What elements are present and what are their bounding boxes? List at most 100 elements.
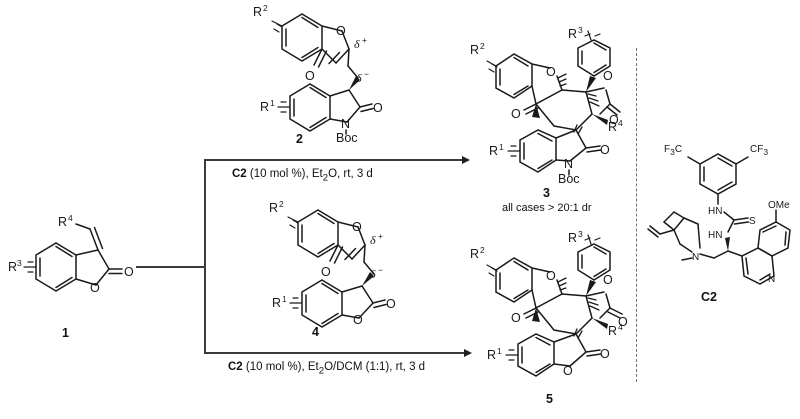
atom-label-n-quinoline: N bbox=[768, 274, 775, 285]
feed-line bbox=[136, 266, 206, 268]
conditions-top-catalyst: C2 bbox=[232, 168, 247, 180]
conditions-bottom-catalyst: C2 bbox=[228, 361, 243, 373]
delta-minus-sign-4: − bbox=[378, 265, 383, 275]
compound-label-2: 2 bbox=[296, 132, 303, 146]
atom-label-r4-sup: 4 bbox=[68, 213, 73, 223]
atom-label-o-pyran-c3: O bbox=[546, 65, 556, 79]
atom-label-o-keto-c4: O bbox=[321, 265, 331, 279]
conditions-bottom-sub: 2 bbox=[318, 365, 325, 377]
atom-label-r4-c3: R bbox=[608, 120, 617, 134]
compound-label-3: 3 bbox=[543, 186, 550, 200]
structure-compound-5: O O O O R 3 R 4 bbox=[470, 229, 628, 378]
compound-label-catalyst: C2 bbox=[701, 290, 717, 304]
atom-label-r1-c3: R bbox=[489, 144, 498, 158]
atom-label-r3: R bbox=[8, 260, 17, 274]
atom-label-r1-sup-c2: 1 bbox=[270, 98, 275, 108]
atom-label-o-lactone-ring-c5: O bbox=[603, 273, 613, 287]
conditions-bottom-rest2: O/DCM (1:1), rt, 3 d bbox=[324, 361, 426, 373]
delta-plus-label-2: δ bbox=[354, 37, 360, 51]
atom-label-n: N bbox=[341, 117, 350, 131]
atom-label-r4-c5: R bbox=[608, 324, 617, 338]
structure-compound-1: O O R 4 R 3 bbox=[8, 213, 134, 295]
atom-label-o-keto-c5: O bbox=[511, 311, 521, 325]
cf3-left-f: F bbox=[664, 144, 670, 155]
atom-label-r2-c2: R bbox=[253, 5, 262, 19]
atom-label-r1-c4: R bbox=[272, 296, 281, 310]
atom-label-o-spiro-ring-c5: O bbox=[563, 364, 573, 378]
cf3-left-c: C bbox=[675, 144, 682, 155]
atom-label-r1-c5: R bbox=[487, 348, 496, 362]
atom-label-o-pyran: O bbox=[336, 24, 346, 38]
atom-label-o-keto: O bbox=[305, 69, 315, 83]
cf3-left-sub: 3 bbox=[670, 147, 675, 157]
atom-label-r3-sup: 3 bbox=[17, 258, 22, 268]
atom-label-hn-lower: HN bbox=[708, 230, 722, 241]
atom-label-r4-sup-c3: 4 bbox=[618, 118, 623, 128]
atom-label-o-lactone-ring-c4: O bbox=[353, 313, 363, 327]
atom-label-o-lactone-carbonyl-c4: O bbox=[386, 297, 396, 311]
atom-label-ome: OMe bbox=[768, 200, 790, 211]
atom-label-r3-c5: R bbox=[568, 231, 577, 245]
atom-label-o-lactone-carbonyl-c5: O bbox=[618, 315, 628, 329]
atom-label-r2-c4: R bbox=[269, 201, 278, 215]
atom-label-o-amide-c3: O bbox=[600, 143, 610, 157]
delta-plus-label-4: δ bbox=[370, 233, 376, 247]
compound-label-4: 4 bbox=[312, 325, 319, 339]
conditions-bottom-rest: (10 mol %), Et bbox=[242, 361, 319, 373]
atom-label-r1-sup-c4: 1 bbox=[282, 294, 287, 304]
structure-compound-3: O O O O bbox=[470, 25, 623, 186]
arrow-top-line bbox=[204, 159, 466, 161]
atom-label-boc: Boc bbox=[336, 131, 358, 145]
atom-label-o-pyran-c5: O bbox=[546, 269, 556, 283]
cf3-right-sub: 3 bbox=[763, 147, 768, 157]
branch-trunk-line bbox=[204, 159, 206, 354]
delta-minus-sign-2: − bbox=[364, 69, 369, 79]
atom-label-o-lactone-carbonyl-c3: O bbox=[609, 113, 619, 127]
atom-label-cf3-left: F3C bbox=[664, 144, 682, 157]
atom-label-n-quinuclidine: N bbox=[692, 252, 699, 263]
atom-label-r3-c3: R bbox=[568, 27, 577, 41]
atom-label-o-lactone-ring-c3: O bbox=[603, 69, 613, 83]
structure-compound-2: O O δ + O N Boc δ − R bbox=[253, 3, 383, 145]
delta-plus-sign-2: + bbox=[362, 35, 367, 45]
vertical-dashed-divider bbox=[636, 48, 637, 382]
atom-label-n-c3: N bbox=[564, 157, 573, 171]
conditions-top: C2 (10 mol %), Et2O, rt, 3 d bbox=[232, 168, 373, 183]
atom-label-o-keto-c3: O bbox=[511, 107, 521, 121]
atom-label-o-spiro-carbonyl-c5: O bbox=[600, 347, 610, 361]
delta-minus-label-2: δ bbox=[356, 71, 362, 85]
cf3-right-cf: CF bbox=[750, 144, 763, 155]
structure-compound-4: O O δ + O O δ − R 2 R 1 bbox=[269, 199, 396, 328]
compound-label-1: 1 bbox=[62, 326, 69, 340]
atom-label-o-amide: O bbox=[373, 101, 383, 115]
atom-label-r2-c3: R bbox=[470, 43, 479, 57]
atom-label-r1-c2: R bbox=[260, 100, 269, 114]
atom-label-r2-c5: R bbox=[470, 247, 479, 261]
atom-label-r1-sup-c3: 1 bbox=[499, 142, 504, 152]
arrow-bottom-line bbox=[204, 352, 468, 354]
atom-label-hn-upper: HN bbox=[708, 206, 722, 217]
dr-note-compound-3: all cases > 20:1 dr bbox=[502, 202, 592, 214]
atom-label-r4: R bbox=[58, 215, 67, 229]
atom-label-r3-sup-c3: 3 bbox=[578, 25, 583, 35]
conditions-top-rest2: O, rt, 3 d bbox=[328, 168, 373, 180]
atom-label-o-carbonyl: O bbox=[124, 265, 134, 279]
atom-label-cf3-right: CF3 bbox=[750, 144, 768, 157]
atom-label-r1-sup-c5: 1 bbox=[497, 346, 502, 356]
conditions-bottom: C2 (10 mol %), Et2O/DCM (1:1), rt, 3 d bbox=[228, 361, 425, 376]
structure-catalyst-c2: F3C CF3 HN S HN N bbox=[647, 144, 791, 285]
atom-label-s: S bbox=[749, 216, 756, 227]
arrow-top-head bbox=[462, 155, 470, 164]
atom-label-r3-sup-c5: 3 bbox=[578, 229, 583, 239]
atom-label-r2-sup-c2: 2 bbox=[263, 3, 268, 13]
delta-minus-label-4: δ bbox=[370, 267, 376, 281]
atom-label-r2-sup-c5: 2 bbox=[480, 245, 485, 255]
atom-label-boc-c3: Boc bbox=[558, 172, 580, 186]
atom-label-r2-sup-c4: 2 bbox=[279, 199, 284, 209]
atom-label-r4-sup-c5: 4 bbox=[618, 322, 623, 332]
atom-label-o-pyran-c4: O bbox=[352, 220, 362, 234]
compound-label-5: 5 bbox=[546, 392, 553, 406]
conditions-top-sub: 2 bbox=[322, 172, 329, 184]
atom-label-r2-sup-c3: 2 bbox=[480, 41, 485, 51]
